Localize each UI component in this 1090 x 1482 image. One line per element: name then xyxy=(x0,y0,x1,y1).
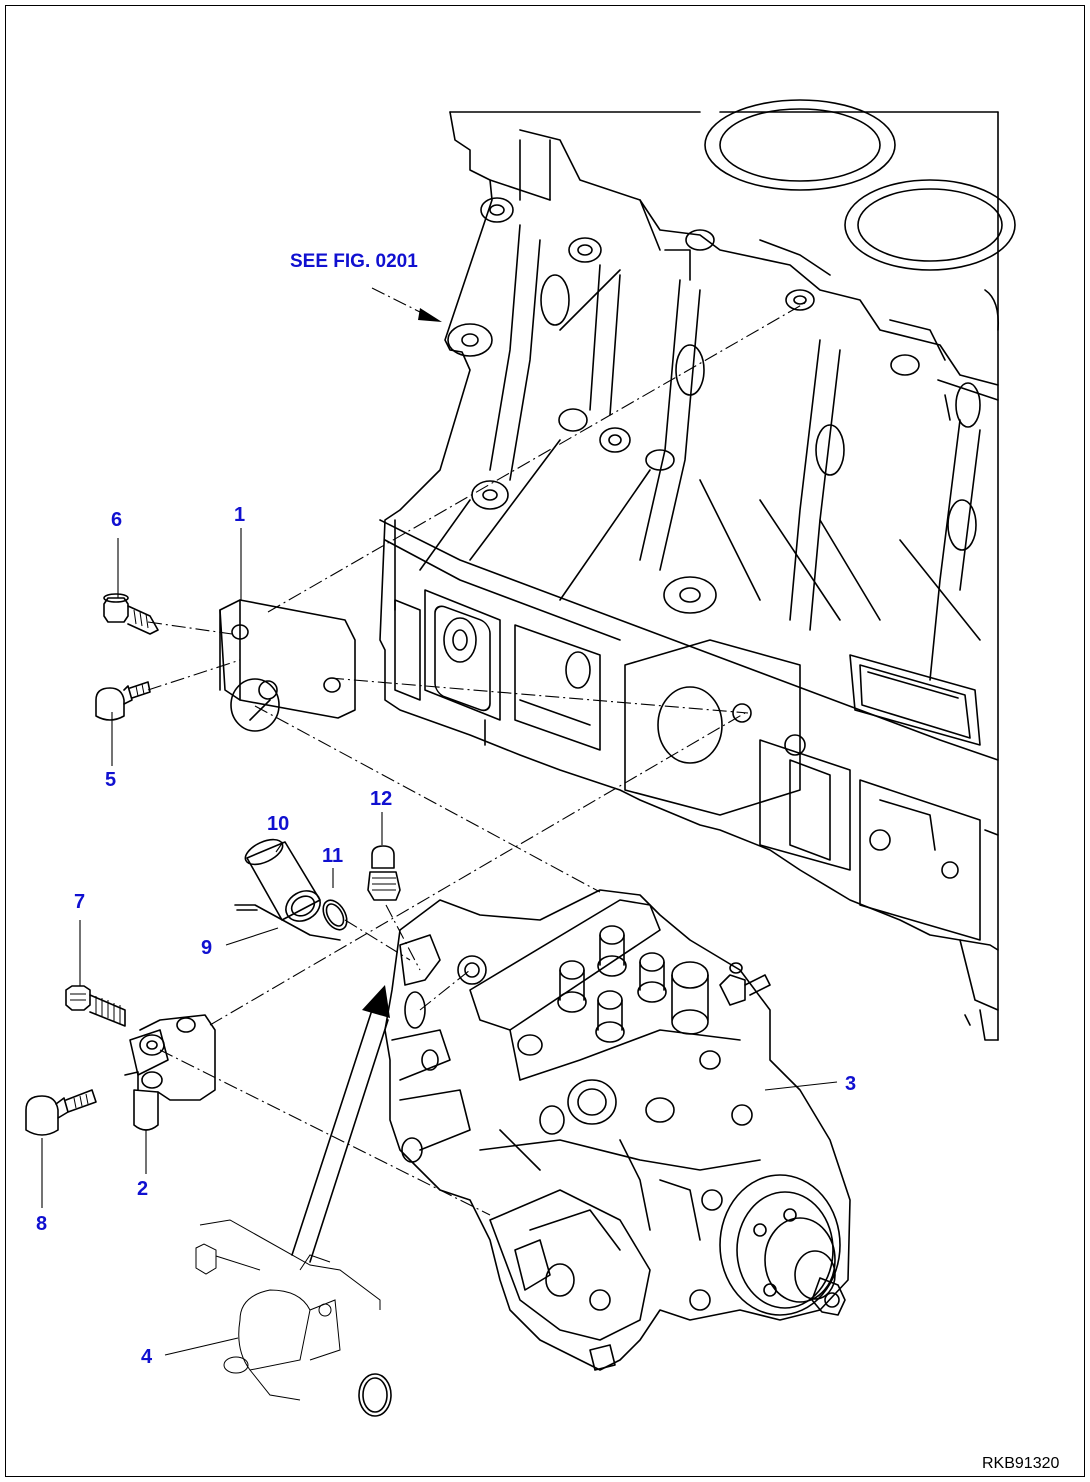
callout-1: 1 xyxy=(234,504,245,526)
callout-9: 9 xyxy=(201,937,212,959)
see-fig-reference-label: SEE FIG. 0201 xyxy=(290,251,418,272)
callout-2: 2 xyxy=(137,1178,148,1200)
part-8-bolt xyxy=(25,1089,97,1136)
part-2-bracket xyxy=(124,1014,216,1131)
part-11-o-ring xyxy=(322,899,348,931)
part-9-shim xyxy=(234,904,341,941)
drawing-border xyxy=(5,5,1085,1477)
callout-3: 3 xyxy=(845,1073,856,1095)
callout-5: 5 xyxy=(105,769,116,791)
part-12-plug xyxy=(367,845,401,901)
callout-4: 4 xyxy=(141,1346,153,1368)
part-6-bolt xyxy=(103,593,159,635)
install-arrow-pump xyxy=(291,985,390,1263)
callout-6: 6 xyxy=(111,509,122,531)
callout-12: 12 xyxy=(370,788,392,810)
drawing-code-label: RKB91320 xyxy=(982,1455,1059,1472)
part-3-injection-pump xyxy=(384,889,851,1371)
reference-arrow xyxy=(371,287,442,322)
engine-block xyxy=(379,99,1016,1041)
part-10-collar xyxy=(244,838,321,922)
part-4-actuator xyxy=(195,1219,392,1417)
part-5-bolt xyxy=(95,681,151,721)
callout-10: 10 xyxy=(267,813,289,835)
callout-leaders xyxy=(41,528,838,1356)
part-1-bracket-flange xyxy=(219,599,356,732)
callout-7: 7 xyxy=(74,891,85,913)
assembly-center-lines xyxy=(147,302,806,1216)
part-7-stud-bolt xyxy=(65,985,126,1027)
callout-8: 8 xyxy=(36,1213,47,1235)
callout-11: 11 xyxy=(322,845,343,867)
